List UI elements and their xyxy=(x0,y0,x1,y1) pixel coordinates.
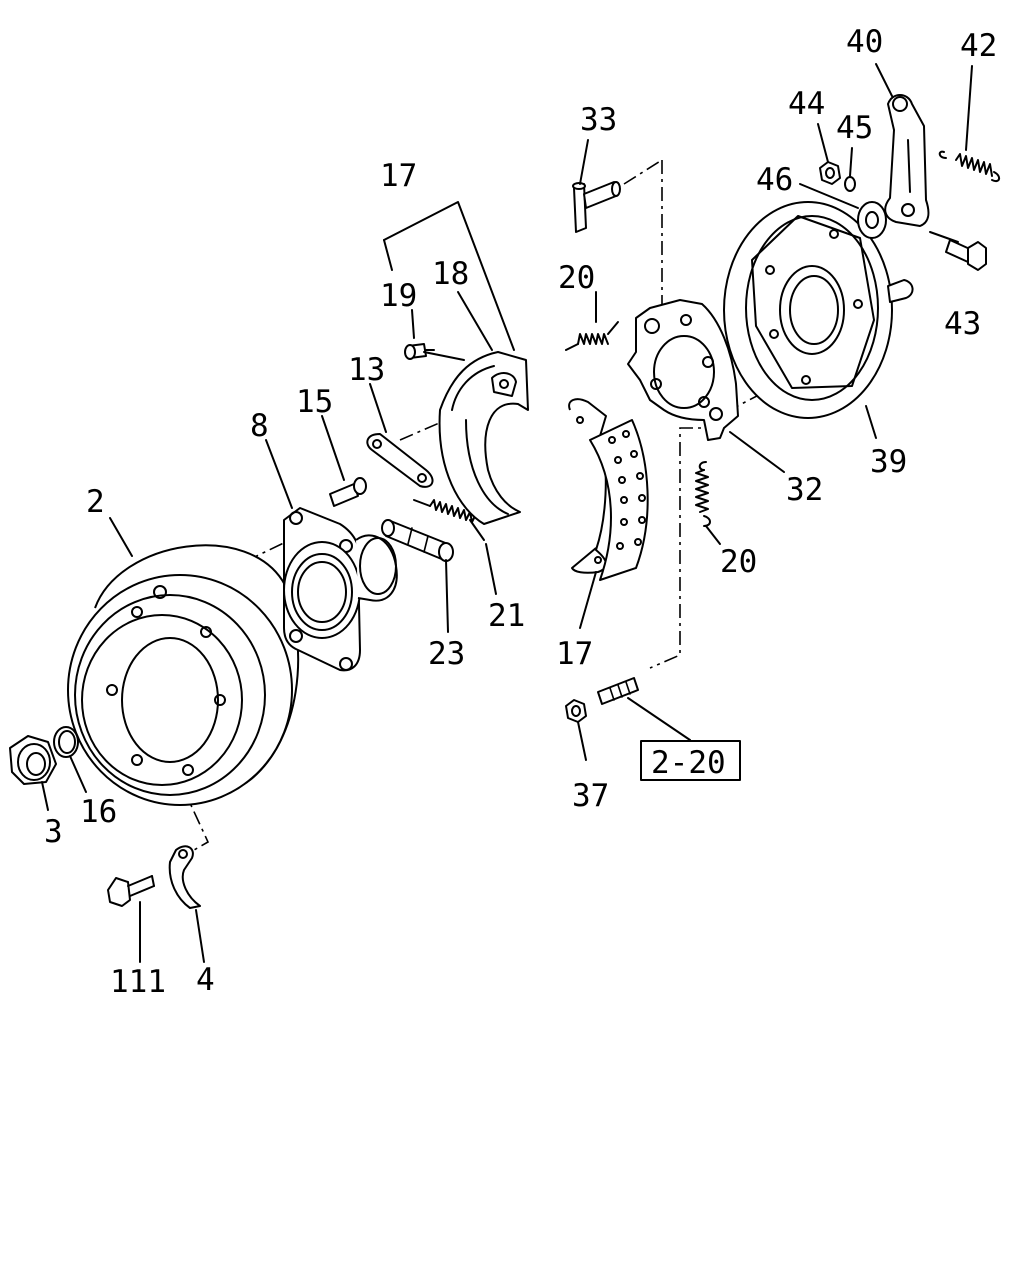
back-plate-39 xyxy=(723,201,914,419)
callout-4: 4 xyxy=(196,962,215,998)
callout-20-bottom: 20 xyxy=(720,544,757,580)
callout-43: 43 xyxy=(944,306,981,342)
callout-2: 2 xyxy=(86,484,105,520)
spring-20-bottom xyxy=(695,461,711,527)
callout-46: 46 xyxy=(756,162,793,198)
callout-16: 16 xyxy=(80,794,117,830)
pin-33 xyxy=(572,181,621,233)
stud-15 xyxy=(329,477,367,507)
callout-3: 3 xyxy=(44,814,63,850)
callout-17-bottom: 17 xyxy=(556,636,593,672)
o-ring xyxy=(53,726,79,758)
callout-17-top: 17 xyxy=(380,158,417,194)
hub-housing xyxy=(283,507,398,672)
callout-39: 39 xyxy=(870,444,907,480)
callout-18: 18 xyxy=(432,256,469,292)
callout-19: 19 xyxy=(380,278,417,314)
anchor-plate-32 xyxy=(627,299,739,441)
callout-23: 23 xyxy=(428,636,465,672)
callout-45: 45 xyxy=(836,110,873,146)
bolt-111 xyxy=(107,875,155,907)
spring-20-top xyxy=(565,321,619,351)
callout-32: 32 xyxy=(786,472,823,508)
brake-shoe-18 xyxy=(438,351,529,525)
spring-21 xyxy=(413,499,485,541)
callout-111: 111 xyxy=(110,964,166,1000)
brake-shoe-lined xyxy=(568,398,649,581)
callout-15: 15 xyxy=(296,384,333,420)
axis-line-anchor xyxy=(649,427,720,669)
reference-box xyxy=(640,740,741,781)
nut-37 xyxy=(565,699,587,723)
clip-4 xyxy=(168,845,201,909)
callout-33: 33 xyxy=(580,102,617,138)
callout-21: 21 xyxy=(488,598,525,634)
callout-37: 37 xyxy=(572,778,609,814)
callout-13: 13 xyxy=(348,352,385,388)
washer-45 xyxy=(844,176,856,192)
callout-40: 40 xyxy=(846,24,883,60)
nut-44 xyxy=(819,161,841,185)
callout-44: 44 xyxy=(788,86,825,122)
axis-line-pin-top xyxy=(623,159,663,185)
reference-box-label: 2-20 xyxy=(651,745,726,781)
hub-nut xyxy=(9,735,57,785)
washer-46 xyxy=(857,201,887,239)
leader-lines xyxy=(41,63,973,963)
bolt-43 xyxy=(945,239,987,271)
callout-42: 42 xyxy=(960,28,997,64)
link-plate-13 xyxy=(366,433,434,488)
spring-42 xyxy=(938,150,1000,182)
anchor-pin-23 xyxy=(381,519,454,562)
rivet-19 xyxy=(404,343,435,360)
callout-20-top: 20 xyxy=(558,260,595,296)
brake-drum xyxy=(67,544,300,806)
lever-40 xyxy=(884,94,930,227)
stud-2-20 xyxy=(597,677,639,705)
callout-8: 8 xyxy=(250,408,269,444)
